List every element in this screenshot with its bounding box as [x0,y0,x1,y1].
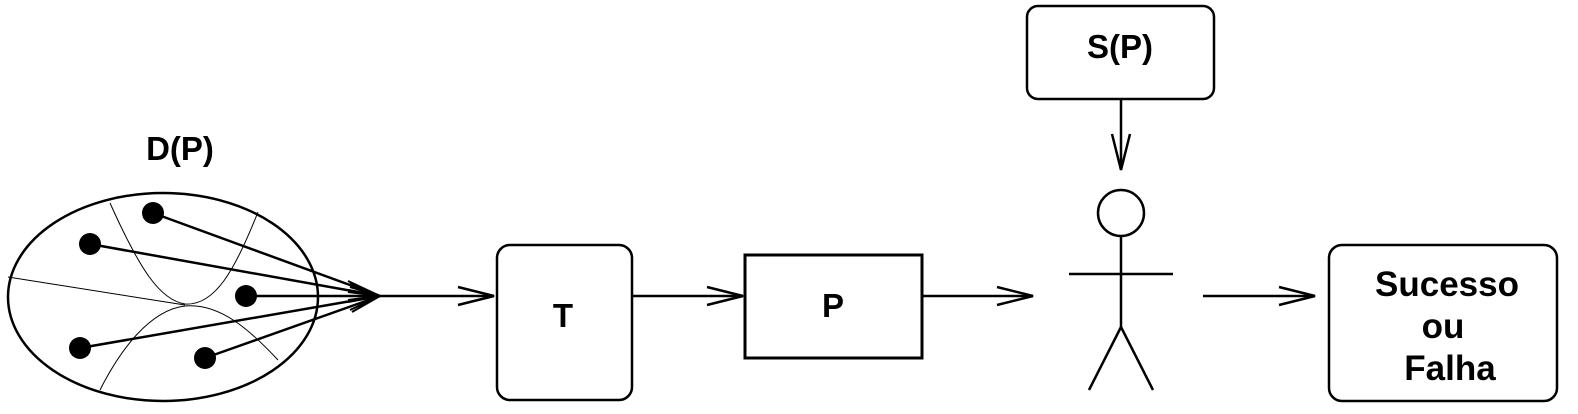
sample-lines [79,211,381,360]
arrow-spec-to-oracle [1110,99,1132,171]
arrow-test-to-program [632,285,744,307]
domain-label: D(P) [146,130,214,167]
test-box-label: T [553,297,573,334]
arrow-oracle-to-result [1203,285,1316,307]
partition-curve-upper [109,202,259,305]
result-line-3: Falha [1404,349,1496,388]
result-box: Sucesso ou Falha [1327,243,1559,403]
spec-box-label: S(P) [1087,28,1153,65]
program-box: P [743,253,924,360]
input-point [69,337,91,359]
program-box-label: P [822,287,844,324]
input-point [194,347,216,369]
test-box: T [495,243,634,402]
partition-line-left [7,276,186,306]
input-point [235,285,257,307]
oracle-person-icon [1069,188,1173,391]
partition-curve-lower [99,305,279,391]
result-line-1: Sucesso [1375,265,1519,304]
input-domain: D(P) [6,130,381,403]
spec-box: S(P) [1025,4,1216,101]
input-point [79,233,101,255]
arrow-domain-to-test [380,285,495,307]
arrow-program-to-oracle [922,285,1034,307]
input-point [142,202,164,224]
result-line-2: ou [1422,307,1465,346]
